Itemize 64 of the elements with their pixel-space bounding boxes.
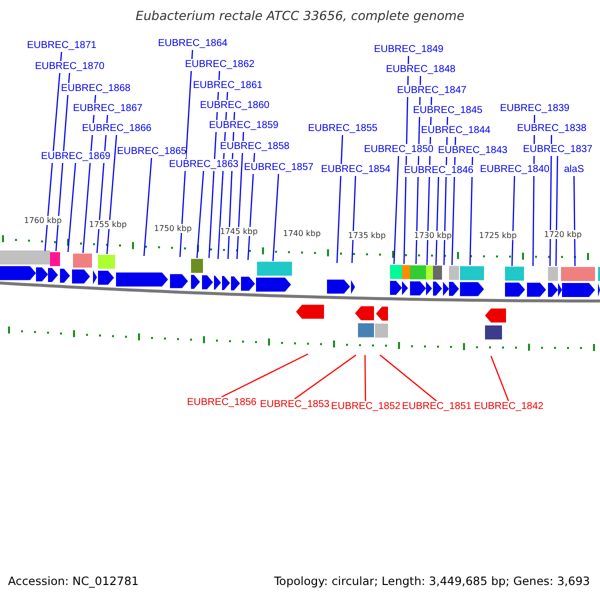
gene-label: EUBREC_1847 [397,85,466,97]
genome-stats-text: Topology: circular; Length: 3,449,685 bp; Genes: 3,693 [274,575,590,587]
gene-label: EUBREC_1851 [402,401,472,413]
gene-label: EUBREC_1846 [404,165,474,177]
title: Eubacterium rectale ATCC 33656, complete genome [134,10,466,22]
gene-label: EUBREC_1858 [220,141,290,153]
gene-label: EUBREC_1862 [185,59,254,71]
gene-label: EUBREC_1868 [61,83,130,95]
gene-label: EUBREC_1840 [480,164,550,176]
gene-label: EUBREC_1856 [187,397,256,409]
gene-label: EUBREC_1844 [421,125,490,137]
scale-label: 1730 kbp [414,231,452,240]
gene-label: EUBREC_1838 [517,123,586,135]
accession-text: Accession: NC_012781 [8,575,139,587]
leader-line [555,156,558,266]
gene-label: EUBREC_1842 [474,401,544,413]
gene-label: EUBREC_1869 [41,151,110,163]
leader-line [393,156,400,264]
gene-label: EUBREC_1861 [193,80,262,92]
gene-label: EUBREC_1857 [244,162,314,174]
gene-label: EUBREC_1871 [27,40,96,52]
gene-label: EUBREC_1867 [73,103,142,115]
gene-label: EUBREC_1850 [364,144,434,156]
leader-line [196,170,204,258]
leader-line [573,176,576,266]
leader-line [364,355,366,401]
gene-label: EUBREC_1848 [386,64,456,76]
gene-label: EUBREC_1865 [117,146,186,158]
gene-label: EUBREC_1870 [35,61,104,73]
gene-label: EUBREC_1837 [523,144,592,156]
scale-label: 1740 kbp [283,229,321,238]
leader-line [294,354,356,400]
gene-label: EUBREC_1854 [321,164,390,176]
scale-label: 1755 kbp [89,220,127,229]
scale-label: 1725 kbp [479,231,517,240]
gene-label: EUBREC_1852 [331,401,400,413]
gene-label: EUBREC_1866 [82,123,152,135]
scale-label: 1750 kbp [154,224,192,233]
gene-label: EUBREC_1843 [438,145,508,157]
leader-line [272,174,280,262]
gene-label: EUBREC_1863 [169,159,238,171]
gene-label: EUBREC_1839 [500,103,570,115]
leader-line [67,162,76,252]
gene-label: EUBREC_1864 [158,38,228,50]
leader-line [380,354,437,402]
leader-line [351,176,356,264]
scale-label: 1745 kbp [220,227,258,236]
scale-label: 1720 kbp [544,230,582,239]
scale-label: 1760 kbp [24,216,62,225]
gene-label: EUBREC_1845 [413,105,482,117]
leader-line [221,353,308,398]
gene-label: EUBREC_1849 [374,44,444,56]
leader-line [143,158,152,256]
leader-line [490,356,510,402]
leader-line [469,156,474,266]
gene-label: EUBREC_1859 [209,120,278,132]
scale-label: 1735 kbp [348,231,386,240]
leader-line [511,176,516,266]
leader-line [435,176,440,266]
gene-label: EUBREC_1860 [200,100,270,112]
gene-label: EUBREC_1855 [308,123,378,135]
leader-line [336,134,344,264]
gene-label: EUBREC_1853 [260,399,330,411]
leader-line [106,134,118,254]
